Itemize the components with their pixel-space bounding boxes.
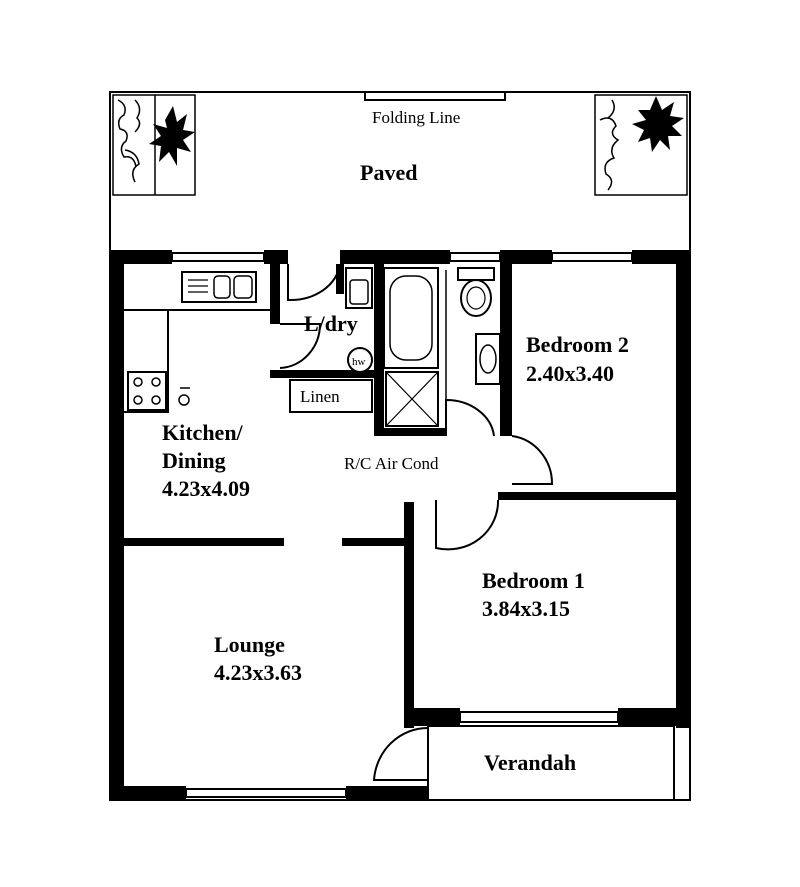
bedroom1-size: 3.84x3.15 bbox=[482, 596, 570, 621]
bedroom2-name: Bedroom 2 bbox=[526, 332, 629, 357]
sink-icon bbox=[181, 271, 257, 303]
tap-icon bbox=[178, 387, 190, 406]
plant-icon bbox=[112, 94, 196, 196]
toilet-icon bbox=[457, 267, 495, 317]
paved-label: Paved bbox=[360, 160, 417, 185]
folding-line-icon bbox=[364, 91, 506, 101]
svg-text:hw: hw bbox=[352, 356, 366, 368]
house-walls bbox=[110, 250, 690, 801]
laundry-tub-icon bbox=[345, 267, 373, 309]
plant-icon bbox=[594, 94, 688, 196]
lounge-name: Lounge bbox=[214, 632, 285, 657]
kitchen-bench bbox=[124, 309, 270, 413]
basin-icon bbox=[475, 333, 501, 385]
hot-water-icon: hw bbox=[347, 347, 373, 373]
aircond-label: R/C Air Cond bbox=[344, 454, 439, 473]
bedroom2-size: 2.40x3.40 bbox=[526, 361, 614, 386]
kitchen-size: 4.23x4.09 bbox=[162, 476, 250, 501]
lounge-size: 4.23x3.63 bbox=[214, 660, 302, 685]
bedroom1-name: Bedroom 1 bbox=[482, 568, 585, 593]
shower-icon bbox=[385, 371, 439, 427]
kitchen-name-line2: Dining bbox=[162, 448, 226, 473]
folding-line-label: Folding Line bbox=[372, 108, 460, 127]
verandah-label: Verandah bbox=[484, 750, 576, 775]
doors bbox=[279, 263, 554, 781]
linen-label: Linen bbox=[300, 387, 340, 406]
laundry-label: L/dry bbox=[304, 311, 358, 336]
bath-icon bbox=[383, 267, 439, 369]
stove-icon bbox=[127, 371, 167, 411]
site-boundary bbox=[109, 91, 691, 801]
kitchen-name-line1: Kitchen/ bbox=[162, 420, 244, 445]
